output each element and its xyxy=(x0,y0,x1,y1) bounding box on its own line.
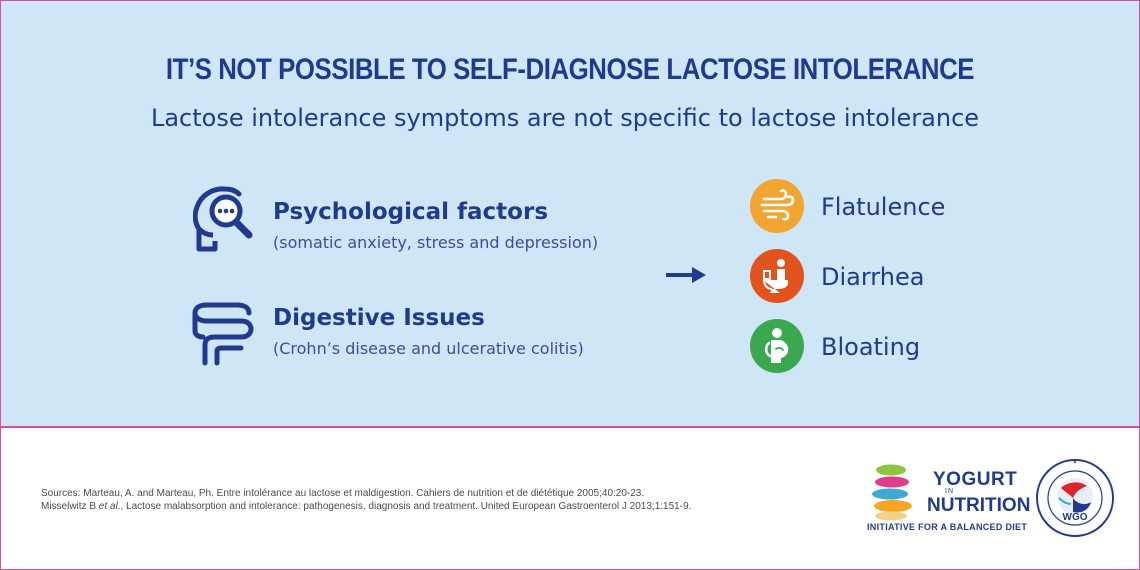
logo-word: NUTRITION xyxy=(927,495,1031,516)
main-panel: IT’S NOT POSSIBLE TO SELF-DIAGNOSE LACTO… xyxy=(1,1,1139,428)
sources: Sources: Marteau, A. and Marteau, Ph. En… xyxy=(41,487,691,513)
logo-word: IN xyxy=(945,488,954,495)
cause-note: (somatic anxiety, stress and depression) xyxy=(273,233,599,252)
yogurt-in-nutrition-logo: YOGURT IN NUTRITION INITIATIVE FOR A BAL… xyxy=(867,461,1031,541)
stacked-stones-icon xyxy=(872,464,912,521)
symptom-label: Bloating xyxy=(821,333,921,361)
page-title: IT’S NOT POSSIBLE TO SELF-DIAGNOSE LACTO… xyxy=(165,53,975,86)
intestine-icon xyxy=(192,302,254,366)
wind-icon xyxy=(760,189,795,221)
cause-title: Psychological factors xyxy=(273,199,549,225)
wgo-seal-icon xyxy=(1036,459,1114,537)
symptom-badge xyxy=(750,179,804,233)
page-subtitle: Lactose intolerance symptoms are not spe… xyxy=(150,104,980,132)
logo-word: YOGURT xyxy=(933,469,1018,490)
symptom-badge xyxy=(750,319,804,373)
source-line: Sources: Marteau, A. and Marteau, Ph. En… xyxy=(41,488,645,499)
source-line: Misselwitz B et al., Lactose malabsorpti… xyxy=(41,501,692,512)
toilet-person-icon xyxy=(763,259,788,293)
cause-title: Digestive Issues xyxy=(273,305,485,331)
logo-tagline: INITIATIVE FOR A BALANCED DIET xyxy=(867,522,1028,532)
bloated-person-icon xyxy=(764,328,789,363)
symptom-badge xyxy=(750,249,804,303)
wgo-wordmark: WGO xyxy=(1062,512,1088,523)
head-magnifier-icon xyxy=(193,186,253,252)
arrow-right-icon xyxy=(666,267,706,283)
wgo-logo: WGO xyxy=(1035,458,1115,538)
symptom-label: Flatulence xyxy=(821,193,946,221)
cause-note: (Crohn’s disease and ulcerative colitis) xyxy=(273,339,584,358)
symptom-label: Diarrhea xyxy=(821,263,925,291)
